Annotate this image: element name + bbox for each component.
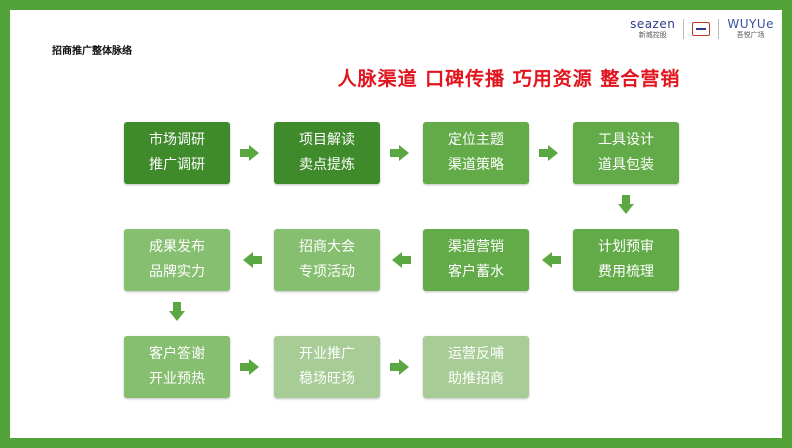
wuyue-logo: WUYUe 吾悦广场 (727, 18, 774, 39)
step-box-4: 工具设计 道具包装 (573, 122, 679, 184)
flow-arrow-shaft (390, 149, 399, 157)
step-box-7: 招商大会 专项活动 (274, 229, 380, 291)
logo-divider (683, 18, 685, 39)
step-box-3: 定位主题 渠道策略 (423, 122, 529, 184)
arrow-right-icon (399, 359, 409, 375)
step-box-8: 成果发布 品牌实力 (124, 229, 230, 291)
step-line-2: 渠道策略 (448, 157, 504, 173)
wuyue-logo-sub: 吾悦广场 (736, 31, 765, 39)
step-box-9: 客户答谢 开业预热 (124, 336, 230, 398)
step-line-1: 计划预审 (598, 239, 654, 255)
step-line-2: 稳场旺场 (299, 371, 355, 387)
step-box-10: 开业推广 稳场旺场 (274, 336, 380, 398)
arrow-right-icon (249, 145, 259, 161)
step-line-1: 运营反哺 (448, 346, 504, 362)
step-line-2: 开业预热 (149, 371, 205, 387)
arrow-down-icon (618, 204, 634, 214)
step-box-1: 市场调研 推广调研 (124, 122, 230, 184)
flow-arrow-shaft (240, 363, 249, 371)
arrow-down-icon (169, 311, 185, 321)
flow-arrow-shaft (402, 256, 411, 264)
step-line-2: 客户蓄水 (448, 264, 504, 280)
step-line-1: 工具设计 (598, 132, 654, 148)
flow-arrow-shaft (622, 195, 630, 204)
step-line-1: 渠道营销 (448, 239, 504, 255)
step-line-2: 助推招商 (448, 371, 504, 387)
step-line-1: 开业推广 (299, 346, 355, 362)
step-line-2: 道具包装 (598, 157, 654, 173)
step-line-1: 成果发布 (149, 239, 205, 255)
seazen-logo: seazen 新城控股 (630, 18, 675, 39)
step-line-1: 招商大会 (299, 239, 355, 255)
logo-group: seazen 新城控股 WUYUe 吾悦广场 (630, 18, 774, 39)
wuyue-logo-text: WUYUe (727, 17, 774, 31)
step-box-5: 计划预审 费用梳理 (573, 229, 679, 291)
logo-divider (718, 18, 720, 39)
step-line-2: 费用梳理 (598, 264, 654, 280)
arrow-left-icon (243, 252, 253, 268)
step-line-1: 项目解读 (299, 132, 355, 148)
arrow-right-icon (399, 145, 409, 161)
flow-arrow-shaft (240, 149, 249, 157)
step-box-2: 项目解读 卖点提炼 (274, 122, 380, 184)
slogan-text: 人脉渠道 口碑传播 巧用资源 整合营销 (337, 68, 681, 90)
step-box-6: 渠道营销 客户蓄水 (423, 229, 529, 291)
flow-arrow-shaft (552, 256, 561, 264)
step-line-1: 市场调研 (149, 132, 205, 148)
flow-arrow-shaft (390, 363, 399, 371)
seazen-logo-text: seazen (630, 17, 676, 31)
step-line-2: 品牌实力 (149, 264, 205, 280)
flow-arrow-shaft (173, 302, 181, 311)
step-line-1: 客户答谢 (149, 346, 205, 362)
slogan-banner: 人脉渠道 口碑传播 巧用资源 整合营销 (0, 64, 792, 91)
arrow-right-icon (249, 359, 259, 375)
step-line-2: 卖点提炼 (299, 157, 355, 173)
step-box-11: 运营反哺 助推招商 (423, 336, 529, 398)
step-line-1: 定位主题 (448, 132, 504, 148)
step-line-2: 专项活动 (299, 264, 355, 280)
flow-arrow-shaft (539, 149, 548, 157)
flow-arrow-shaft (253, 256, 262, 264)
step-line-2: 推广调研 (149, 157, 205, 173)
arrow-left-icon (542, 252, 552, 268)
arrow-right-icon (548, 145, 558, 161)
seazen-logo-sub: 新城控股 (638, 31, 667, 39)
arrow-left-icon (392, 252, 402, 268)
brand-mark-icon (692, 21, 711, 36)
page-title: 招商推广整体脉络 (52, 46, 132, 57)
